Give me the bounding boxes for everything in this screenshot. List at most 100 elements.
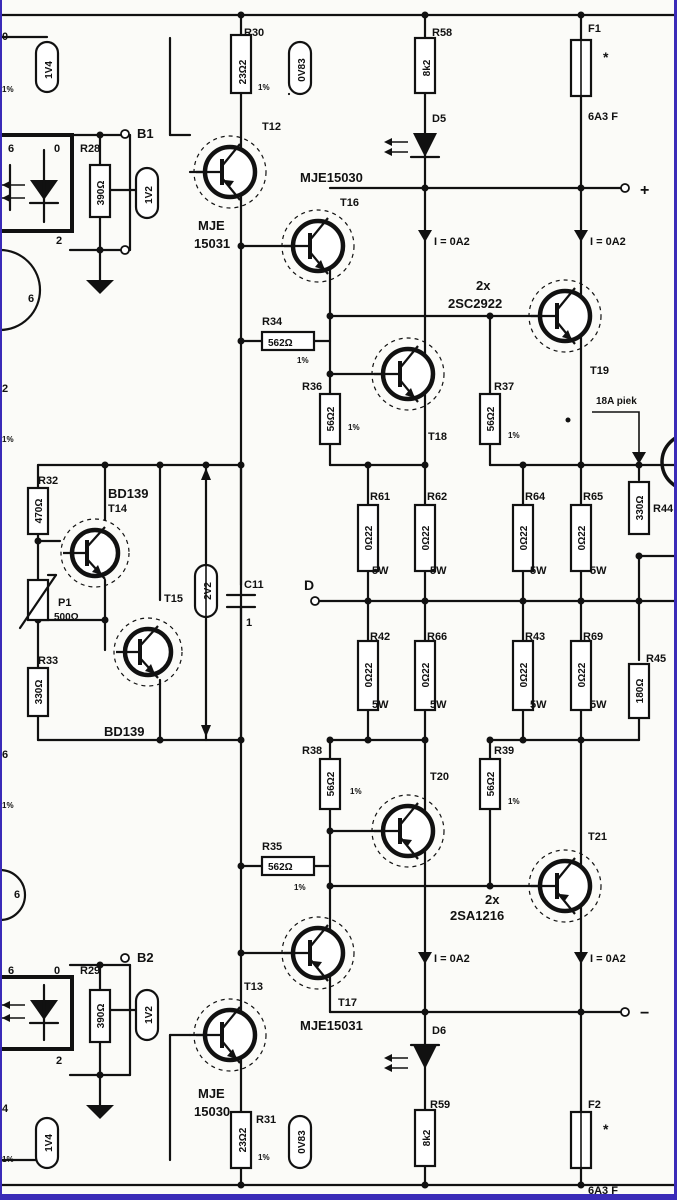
svg-text:T17: T17	[338, 997, 357, 1009]
resistor-r38	[318, 757, 342, 811]
svg-text:5W: 5W	[590, 699, 607, 711]
svg-text:I = 0A2: I = 0A2	[590, 953, 626, 965]
svg-text:R64: R64	[525, 491, 546, 503]
svg-text:R37: R37	[494, 381, 514, 393]
resistor-r28	[88, 163, 112, 219]
optocoupler-bottom	[0, 868, 74, 1051]
transistor-t14	[60, 518, 130, 588]
svg-text:T12: T12	[262, 121, 281, 133]
svg-text:R69: R69	[583, 631, 603, 643]
svg-text:6: 6	[8, 143, 14, 155]
svg-text:R44: R44	[653, 503, 674, 515]
svg-text:8k2: 8k2	[422, 59, 433, 76]
svg-text:6: 6	[28, 293, 34, 305]
svg-text:5W: 5W	[430, 565, 447, 577]
svg-text:R58: R58	[432, 27, 452, 39]
svg-text:23Ω2: 23Ω2	[238, 59, 249, 84]
svg-text:0Ω22: 0Ω22	[421, 662, 432, 687]
svg-text:6A3 F: 6A3 F	[588, 1185, 618, 1197]
svg-text:R39: R39	[494, 745, 514, 757]
transistor-t20	[371, 794, 445, 868]
svg-text:1V2: 1V2	[144, 186, 155, 204]
svg-text:0: 0	[54, 143, 60, 155]
label-minus: −	[640, 1005, 649, 1022]
svg-text:4: 4	[2, 1103, 9, 1115]
svg-text:R59: R59	[430, 1099, 450, 1111]
resistor-r33	[26, 666, 50, 718]
svg-text:56Ω2: 56Ω2	[486, 771, 497, 796]
svg-text:1V4: 1V4	[44, 61, 55, 79]
svg-text:6: 6	[2, 749, 8, 761]
svg-text:1%: 1%	[294, 883, 306, 892]
svg-text:0Ω22: 0Ω22	[577, 525, 588, 550]
resistor-r64	[511, 503, 535, 573]
resistor-r34	[260, 330, 316, 352]
resistor-r42	[356, 639, 380, 712]
svg-text:1%: 1%	[2, 801, 14, 810]
svg-text:1%: 1%	[508, 431, 520, 440]
capacitor-c11	[225, 593, 257, 742]
svg-text:0V83: 0V83	[297, 1130, 308, 1154]
voltage-probes	[34, 40, 313, 1170]
probe-0v83-bottom	[287, 1114, 313, 1170]
svg-text:F1: F1	[588, 23, 601, 35]
svg-text:23Ω2: 23Ω2	[238, 1127, 249, 1152]
svg-text:0Ω22: 0Ω22	[519, 662, 530, 687]
svg-text:5W: 5W	[530, 565, 547, 577]
probe-0v83-top	[287, 40, 313, 96]
svg-text:1V2: 1V2	[144, 1006, 155, 1024]
svg-text:R42: R42	[370, 631, 390, 643]
partial-transistor-right	[660, 435, 677, 489]
svg-text:T14: T14	[108, 503, 128, 515]
label-plus: +	[640, 182, 649, 199]
resistor-r59	[413, 1108, 437, 1168]
svg-text:0Ω22: 0Ω22	[577, 662, 588, 687]
fuses	[569, 38, 593, 1170]
resistor-r37	[478, 392, 502, 446]
svg-text:1%: 1%	[2, 85, 14, 94]
svg-text:0Ω22: 0Ω22	[519, 525, 530, 550]
svg-text:R28: R28	[80, 143, 100, 155]
svg-text:R29: R29	[80, 965, 100, 977]
svg-text:R45: R45	[646, 653, 666, 665]
resistor-r31	[229, 1110, 253, 1170]
svg-text:6: 6	[8, 965, 14, 977]
svg-text:R33: R33	[38, 655, 58, 667]
svg-text:562Ω: 562Ω	[268, 862, 293, 873]
resistor-r43	[511, 639, 535, 712]
svg-text:330Ω: 330Ω	[635, 496, 646, 521]
svg-text:1%: 1%	[2, 435, 14, 444]
svg-text:*: *	[603, 1121, 609, 1137]
svg-text:5W: 5W	[372, 699, 389, 711]
svg-text:56Ω2: 56Ω2	[326, 406, 337, 431]
svg-text:T18: T18	[428, 431, 447, 443]
svg-text:BD139: BD139	[104, 724, 144, 739]
label-d: D	[304, 577, 314, 593]
led-d5	[384, 133, 441, 159]
svg-text:2SA1216: 2SA1216	[450, 908, 504, 923]
svg-text:T21: T21	[588, 831, 607, 843]
svg-text:470Ω: 470Ω	[34, 499, 45, 524]
led-d6	[384, 1043, 441, 1072]
optocoupler-top	[0, 133, 74, 332]
transistor-t15	[113, 617, 183, 687]
svg-text:BD139: BD139	[108, 486, 148, 501]
transistor-t16	[281, 209, 355, 283]
svg-text:MJE: MJE	[198, 218, 225, 233]
svg-text:6: 6	[14, 889, 20, 901]
transistor-t18	[371, 337, 445, 411]
label-b2: B2	[137, 950, 154, 965]
svg-text:15031: 15031	[194, 236, 230, 251]
probe-1v4-top	[34, 40, 60, 94]
svg-text:R31: R31	[256, 1114, 276, 1126]
svg-text:5W: 5W	[372, 565, 389, 577]
svg-text:R38: R38	[302, 745, 322, 757]
svg-text:1%: 1%	[258, 1153, 270, 1162]
resistor-r35	[260, 855, 316, 877]
svg-text:I = 0A2: I = 0A2	[434, 953, 470, 965]
resistor-r62	[413, 503, 437, 573]
svg-text:2x: 2x	[476, 278, 491, 293]
terminals	[120, 129, 630, 1017]
probe-1v2-top	[134, 166, 160, 220]
